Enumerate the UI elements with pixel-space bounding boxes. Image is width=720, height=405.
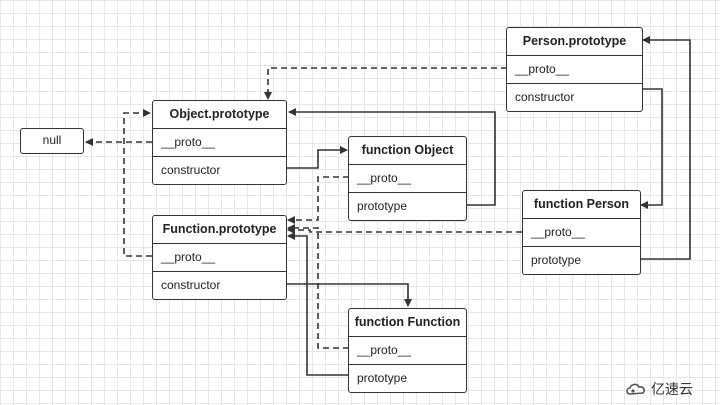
person-prototype-proto-row: __proto__ [507, 56, 642, 84]
function-prototype-title: Function.prototype [153, 216, 286, 244]
function-function-proto-row: __proto__ [349, 337, 466, 365]
function-person-title: function Person [523, 191, 640, 219]
function-object-prototype-row: prototype [357, 199, 408, 213]
object-prototype-constructor-row: constructor [161, 163, 221, 177]
object-prototype-box: Object.prototype __proto__ constructor [152, 100, 287, 185]
edge-functionproto-constructor-to-functionfunction [287, 283, 412, 307]
person-prototype-title: Person.prototype [507, 28, 642, 56]
person-prototype-box: Person.prototype __proto__ constructor [506, 27, 643, 112]
watermark: 亿速云 [625, 379, 693, 399]
function-prototype-constructor-row: constructor [161, 278, 221, 292]
function-object-box: function Object __proto__ prototype [348, 136, 467, 221]
cloud-logo-icon [626, 383, 646, 395]
edge-objectproto-constructor-to-functionobject [287, 146, 348, 169]
edge-personproto-proto-to-objectproto [264, 67, 507, 100]
person-prototype-constructor-row: constructor [515, 90, 575, 104]
function-function-title: function Function [349, 309, 466, 337]
edge-functionperson-prototype-to-personproto [641, 36, 691, 260]
function-object-proto-row: __proto__ [349, 165, 466, 193]
function-person-proto-row: __proto__ [523, 219, 640, 247]
edge-functionfunction-prototype-to-functionproto [287, 232, 349, 376]
edge-functionobject-proto-to-functionproto [287, 176, 349, 224]
edge-functionperson-proto-to-functionproto [287, 226, 522, 234]
object-prototype-proto-row: __proto__ [153, 129, 286, 157]
object-prototype-title: Object.prototype [153, 101, 286, 129]
function-function-prototype-row: prototype [357, 371, 408, 385]
function-prototype-proto-row: __proto__ [153, 244, 286, 272]
watermark-text: 亿速云 [651, 381, 693, 397]
function-person-box: function Person __proto__ prototype [522, 190, 641, 275]
edge-personproto-constructor-to-functionperson [640, 88, 663, 209]
function-object-title: function Object [349, 137, 466, 165]
null-box: null [20, 128, 84, 154]
function-prototype-box: Function.prototype __proto__ constructor [152, 215, 287, 300]
edge-functionproto-proto-to-objectproto [123, 109, 152, 257]
function-function-box: function Function __proto__ prototype [348, 308, 467, 393]
edge-functionfunction-proto-to-functionproto [287, 224, 349, 349]
function-person-prototype-row: prototype [531, 253, 582, 267]
